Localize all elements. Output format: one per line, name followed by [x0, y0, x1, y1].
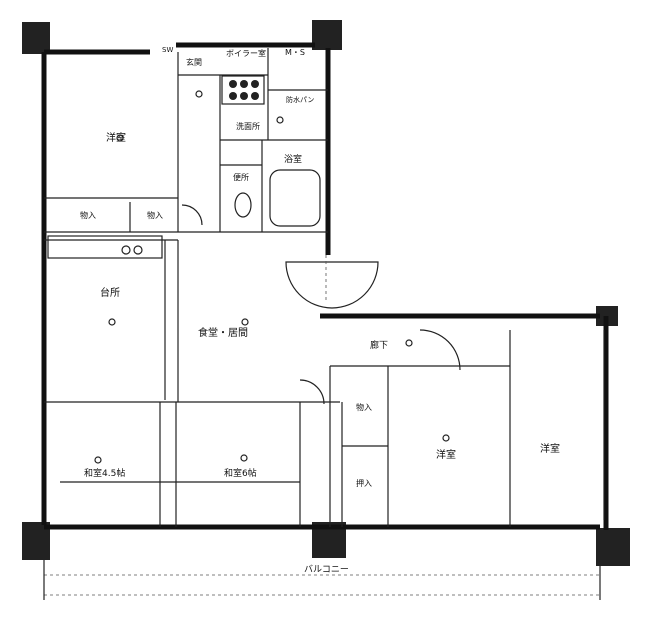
column-top-mid — [312, 20, 342, 50]
toilet-bowl — [234, 192, 252, 218]
label-western-room-2: 洋室 — [436, 448, 456, 461]
washer-grid — [221, 75, 265, 105]
label-storage-3: 物入 — [356, 402, 372, 412]
ceiling-lights — [94, 90, 450, 464]
column-bottom-right — [596, 528, 630, 566]
column-top-left — [22, 22, 50, 54]
door-swing-living — [285, 261, 379, 309]
label-boiler: ボイラー室 — [226, 48, 266, 58]
label-western-room-1: 洋室 — [106, 131, 126, 144]
label-washitsu-2: 和室6帖 — [224, 467, 257, 479]
bathtub — [269, 169, 321, 227]
label-shelf: 防水パン — [286, 95, 314, 104]
label-closet: 押入 — [356, 478, 372, 488]
label-storage-1: 物入 — [80, 210, 96, 220]
label-kitchen: 台所 — [100, 286, 120, 299]
label-washitsu-1: 和室4.5帖 — [84, 467, 125, 479]
kitchen-counter — [47, 235, 163, 259]
door-swing-storage — [181, 204, 203, 226]
label-western-room-3: 洋室 — [540, 442, 560, 455]
room-labels: 洋室 玄関 ボイラー室 M・S 洗面所 防水パン 浴室 便所 物入 物入 台所 … — [80, 46, 560, 575]
outer-walls — [41, 42, 609, 530]
door-swing-hall — [419, 329, 461, 371]
label-washroom: 洗面所 — [236, 121, 260, 131]
label-balcony: バルコニー — [304, 564, 349, 575]
label-bath: 浴室 — [284, 153, 302, 165]
label-sw: SW — [162, 46, 173, 54]
fixtures — [43, 75, 605, 600]
interior-walls — [44, 48, 511, 527]
label-storage-2: 物入 — [147, 210, 163, 220]
label-entrance: 玄関 — [186, 57, 202, 67]
label-living: 食堂・居間 — [198, 326, 248, 339]
label-ms: M・S — [285, 48, 305, 57]
label-hallway: 廊下 — [370, 339, 388, 351]
door-swing-washitsu — [299, 379, 325, 405]
label-toilet: 便所 — [233, 172, 249, 182]
